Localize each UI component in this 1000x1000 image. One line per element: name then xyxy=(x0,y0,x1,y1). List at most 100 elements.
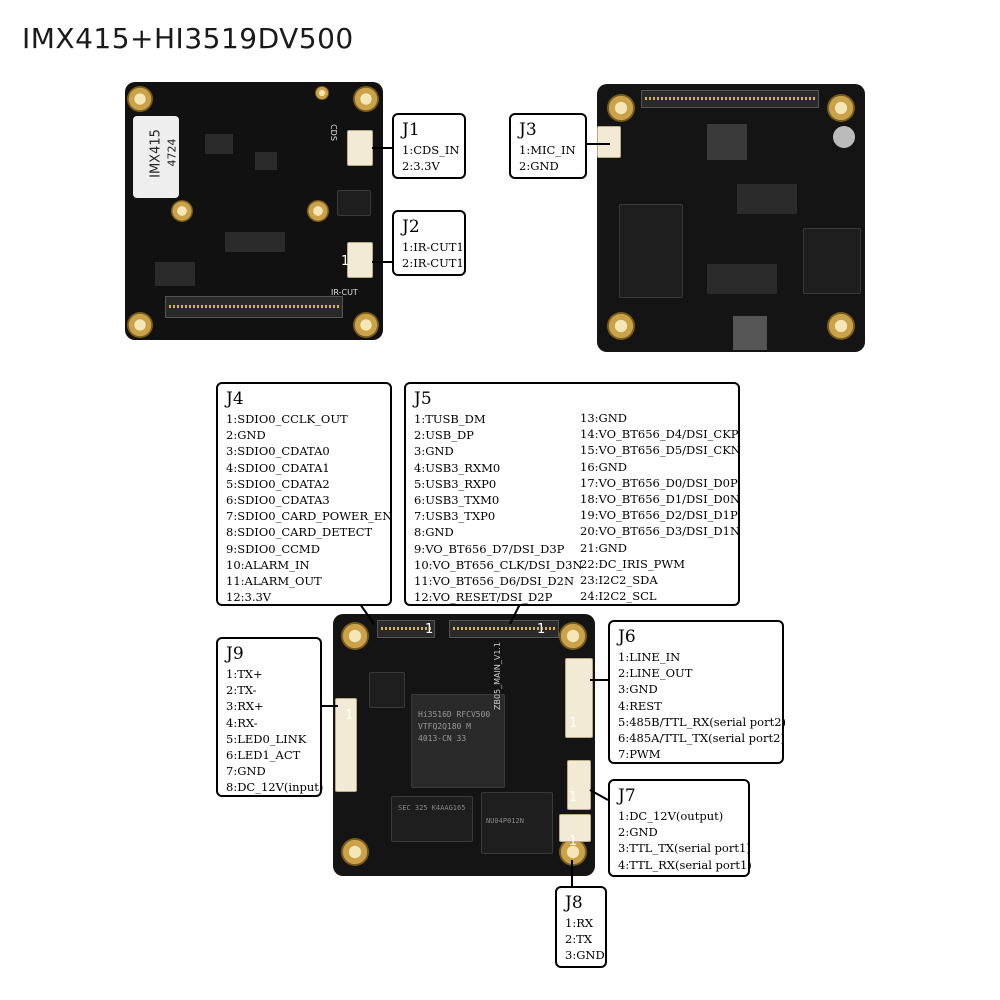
j4-pin: 3:SDIO0_CDATA0 xyxy=(226,444,330,459)
j5-pin: 3:GND xyxy=(414,444,454,459)
j3-title: J3 xyxy=(519,120,537,140)
j5-pin: 9:VO_BT656_D7/DSI_D3P xyxy=(414,541,565,556)
j7-pin: 2:GND xyxy=(618,825,658,840)
mounting-hole xyxy=(353,312,379,338)
j5-pin: 8:GND xyxy=(414,525,454,540)
mounting-hole xyxy=(341,622,369,650)
ram-marking: SEC 325 K4AAG165 xyxy=(398,804,466,812)
j5-pin: 16:GND xyxy=(580,459,627,474)
sensor-board: IMX415 4724 CDS IR-CUT 1 xyxy=(125,82,383,340)
j4-pin: 8:SDIO0_CARD_DETECT xyxy=(226,525,373,540)
j4-pin: 1:SDIO0_CCLK_OUT xyxy=(226,412,348,426)
j7-pin: 1:DC_12V(output) xyxy=(618,809,724,823)
j5-ffc-connector xyxy=(449,620,559,638)
j8-callout: J8 1:RX 2:TX 3:GND xyxy=(555,886,607,968)
j5-leader xyxy=(509,603,521,625)
flash-chip: NU04P012N xyxy=(481,792,553,854)
mounting-hole xyxy=(307,200,329,222)
j5-pin: 12:VO_RESET/DSI_D2P xyxy=(414,590,553,605)
j5-pin: 4:USB3_RXM0 xyxy=(414,460,501,475)
j7-leader xyxy=(589,789,609,801)
smd-component xyxy=(737,184,797,214)
j4-callout: J4 1:SDIO0_CCLK_OUT 2:GND 3:SDIO0_CDATA0… xyxy=(216,382,392,606)
j4-pin: 12:3.3V xyxy=(226,590,272,605)
j6-pin: 2:LINE_OUT xyxy=(618,666,693,681)
flash-marking: NU04P012N xyxy=(486,817,524,825)
j9-pin: 6:LED1_ACT xyxy=(226,748,301,763)
j4-leader xyxy=(359,603,375,625)
j9-pin: 7:GND xyxy=(226,764,266,779)
mounting-hole xyxy=(827,312,855,340)
j5-pin: 23:I2C2_SDA xyxy=(580,573,658,588)
j4-pin: 7:SDIO0_CARD_POWER_EN xyxy=(226,509,393,524)
j4-pin: 2:GND xyxy=(226,428,266,443)
j5-pin: 5:USB3_RXP0 xyxy=(414,476,497,491)
j5-left-column: 1:TUSB_DM 2:USB_DP 3:GND 4:USB3_RXM0 5:U… xyxy=(414,411,730,605)
mounting-hole xyxy=(559,622,587,650)
j8-pin: 2:TX xyxy=(565,932,593,947)
mounting-hole xyxy=(315,86,329,100)
j6-pin1-marker: 1 xyxy=(569,716,578,731)
smd-component xyxy=(205,134,233,154)
j9-pin: 1:TX+ xyxy=(226,667,263,681)
j8-pin1-marker: 1 xyxy=(569,834,578,849)
mounting-hole xyxy=(827,94,855,122)
j2-callout: J2 1:IR-CUT1 2:IR-CUT1 xyxy=(392,210,466,276)
j3-pin: 2:GND xyxy=(519,159,559,174)
j9-callout: J9 1:TX+ 2:TX- 3:RX+ 4:RX- 5:LED0_LINK 6… xyxy=(216,637,324,797)
j4-pin: 5:SDIO0_CDATA2 xyxy=(226,476,330,491)
j5-pin: 11:VO_BT656_D6/DSI_D2N xyxy=(414,574,575,589)
j8-pin: 3:GND xyxy=(565,948,605,963)
j3-pin: 1:MIC_IN xyxy=(519,143,576,157)
j5-pin: 20:VO_BT656_D3/DSI_D1N xyxy=(580,524,741,539)
j9-title: J9 xyxy=(226,644,244,664)
j4-ffc-connector xyxy=(377,620,435,638)
j5-pin: 10:VO_BT656_CLK/DSI_D3N xyxy=(414,557,583,572)
j5-callout: J5 1:TUSB_DM 2:USB_DP 3:GND 4:USB3_RXM0 … xyxy=(404,382,741,606)
j4-pin: 6:SDIO0_CDATA3 xyxy=(226,493,330,508)
j9-pin1-marker: 1 xyxy=(345,708,354,723)
mounting-hole xyxy=(127,312,153,338)
j4-title: J4 xyxy=(226,389,244,409)
j5-pin: 1:TUSB_DM xyxy=(414,412,486,426)
main-board-front: 1 1 Hi3516D RFCV500 VTFQ2Q180 M 4013-CN … xyxy=(333,614,595,876)
j3-callout: J3 1:MIC_IN 2:GND xyxy=(509,113,587,179)
j7-connector xyxy=(567,760,591,810)
j5-right-column: 13:GND 14:VO_BT656_D4/DSI_CKP 15:VO_BT65… xyxy=(580,410,741,604)
j1-callout: J1 1:CDS_IN 2:3.3V xyxy=(392,113,466,179)
j9-pin: 4:RX- xyxy=(226,715,258,730)
buzzer xyxy=(833,126,855,148)
j9-pin: 5:LED0_LINK xyxy=(226,731,307,746)
board-ffc-connector xyxy=(641,90,819,108)
j1-pin: 1:CDS_IN xyxy=(402,143,460,157)
mounting-hole xyxy=(171,200,193,222)
j1-title: J1 xyxy=(402,120,420,140)
j8-pin: 1:RX xyxy=(565,916,594,930)
j4-pin: 4:SDIO0_CDATA1 xyxy=(226,460,330,475)
j6-title: J6 xyxy=(618,627,636,647)
j4-pin1-marker: 1 xyxy=(425,622,434,637)
j2-silk: IR-CUT xyxy=(331,288,358,297)
smd-component xyxy=(255,152,277,170)
j4-pin: 11:ALARM_OUT xyxy=(226,574,322,589)
sensor-sticker: IMX415 4724 xyxy=(133,116,179,198)
j7-pin: 3:TTL_TX(serial port1) xyxy=(618,841,751,856)
j6-pin: 1:LINE_IN xyxy=(618,650,681,664)
j5-pin1-marker: 1 xyxy=(537,622,546,637)
j5-pin: 24:I2C2_SCL xyxy=(580,589,657,604)
sensor-ic xyxy=(337,190,371,216)
j5-pin: 2:USB_DP xyxy=(414,428,474,443)
j4-pin: 10:ALARM_IN xyxy=(226,557,310,572)
mounting-hole xyxy=(353,86,379,112)
ethernet-transformer xyxy=(803,228,861,294)
j5-pin: 18:VO_BT656_D1/DSI_D0N xyxy=(580,492,741,507)
j2-pin: 1:IR-CUT1 xyxy=(402,240,464,254)
j8-connector xyxy=(559,814,591,842)
main-board-back xyxy=(597,84,865,352)
ram-chip: SEC 325 K4AAG165 xyxy=(391,796,473,842)
j9-pin: 8:DC_12V(input) xyxy=(226,780,324,795)
mounting-hole xyxy=(127,86,153,112)
j5-pin: 21:GND xyxy=(580,540,627,555)
smd-component xyxy=(225,232,285,252)
j6-pin: 3:GND xyxy=(618,682,658,697)
